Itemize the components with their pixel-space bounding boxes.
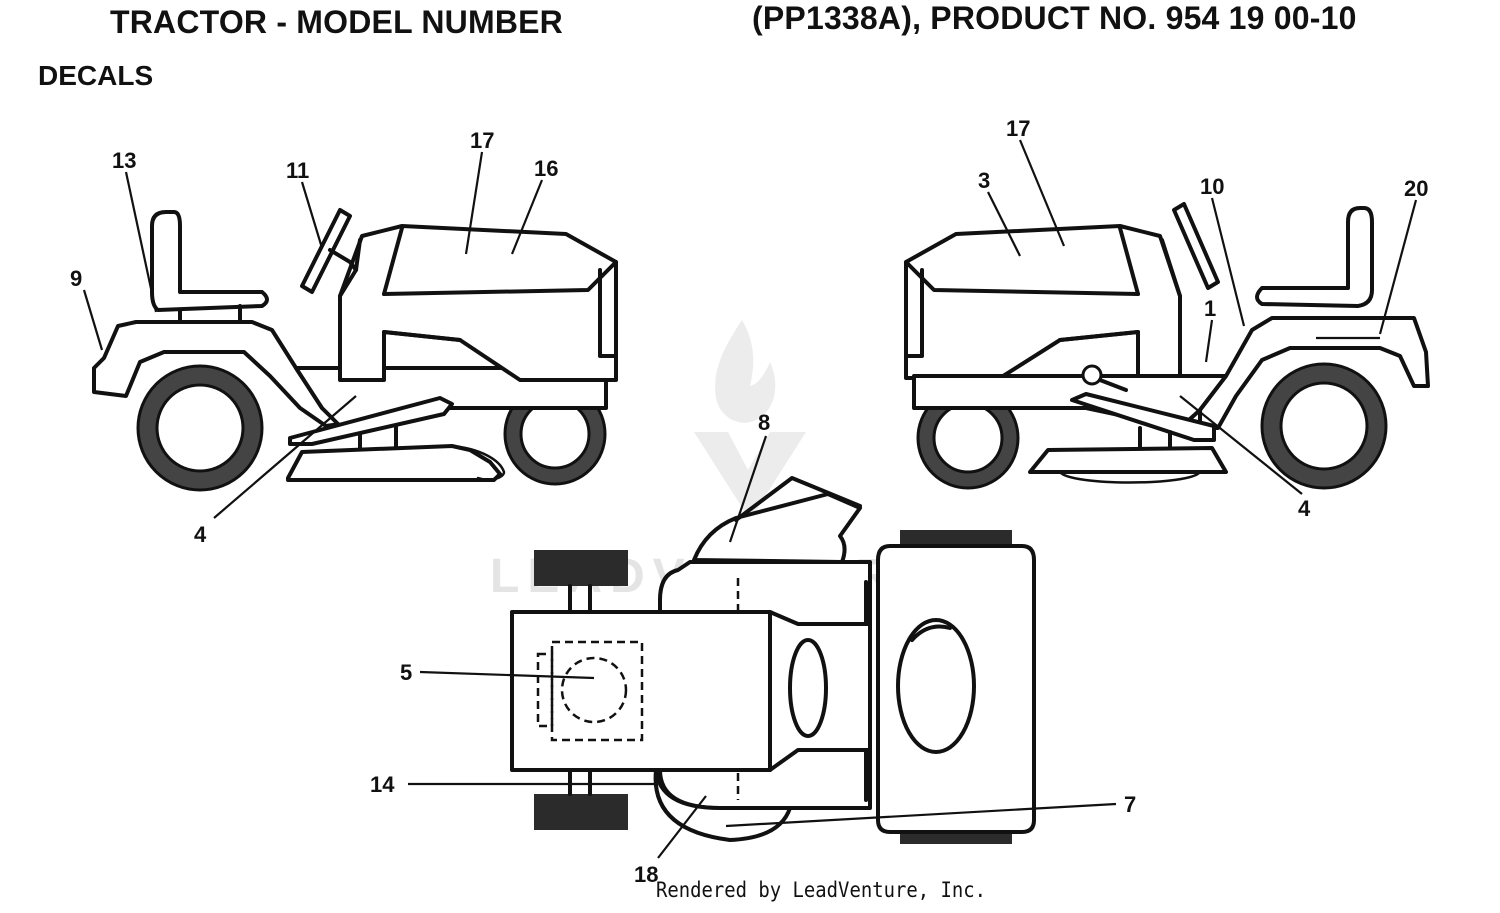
callout-labels: 13 11 17 16 9 4 17 3 10 20 1 4 8 5 14 7 … bbox=[70, 116, 1428, 887]
callout-13-left: 13 bbox=[112, 148, 136, 173]
callout-9-left: 9 bbox=[70, 266, 82, 291]
callout-1-right: 1 bbox=[1204, 296, 1216, 321]
watermark-chevron-icon bbox=[694, 432, 806, 520]
callout-4-left: 4 bbox=[194, 522, 207, 547]
callout-16-left: 16 bbox=[534, 156, 558, 181]
callout-18-top: 18 bbox=[634, 862, 658, 887]
callout-8-top: 8 bbox=[758, 410, 770, 435]
watermark-flame-icon bbox=[715, 320, 776, 423]
callout-11-left: 11 bbox=[286, 158, 309, 183]
callout-10-right: 10 bbox=[1200, 174, 1224, 199]
tractor-right-side-view bbox=[904, 202, 1430, 490]
callout-20-right: 20 bbox=[1404, 176, 1428, 201]
tractor-top-view bbox=[510, 476, 1036, 844]
diagram-title-model: TRACTOR - MODEL NUMBER bbox=[110, 4, 563, 40]
callout-17-right: 17 bbox=[1006, 116, 1030, 141]
rendered-by-footer: Rendered by LeadVenture, Inc. bbox=[656, 878, 986, 902]
callout-4-right: 4 bbox=[1298, 496, 1311, 521]
callout-3-right: 3 bbox=[978, 168, 990, 193]
callout-14-top: 14 bbox=[370, 772, 395, 797]
callout-5-top: 5 bbox=[400, 660, 412, 685]
callout-leaders bbox=[82, 139, 1418, 859]
section-title: DECALS bbox=[38, 60, 154, 91]
callout-7-top: 7 bbox=[1124, 792, 1136, 817]
callout-17-left: 17 bbox=[470, 128, 494, 153]
tractor-left-side-view bbox=[92, 208, 618, 492]
diagram-title-product: (PP1338A), PRODUCT NO. 954 19 00-10 bbox=[752, 0, 1357, 36]
